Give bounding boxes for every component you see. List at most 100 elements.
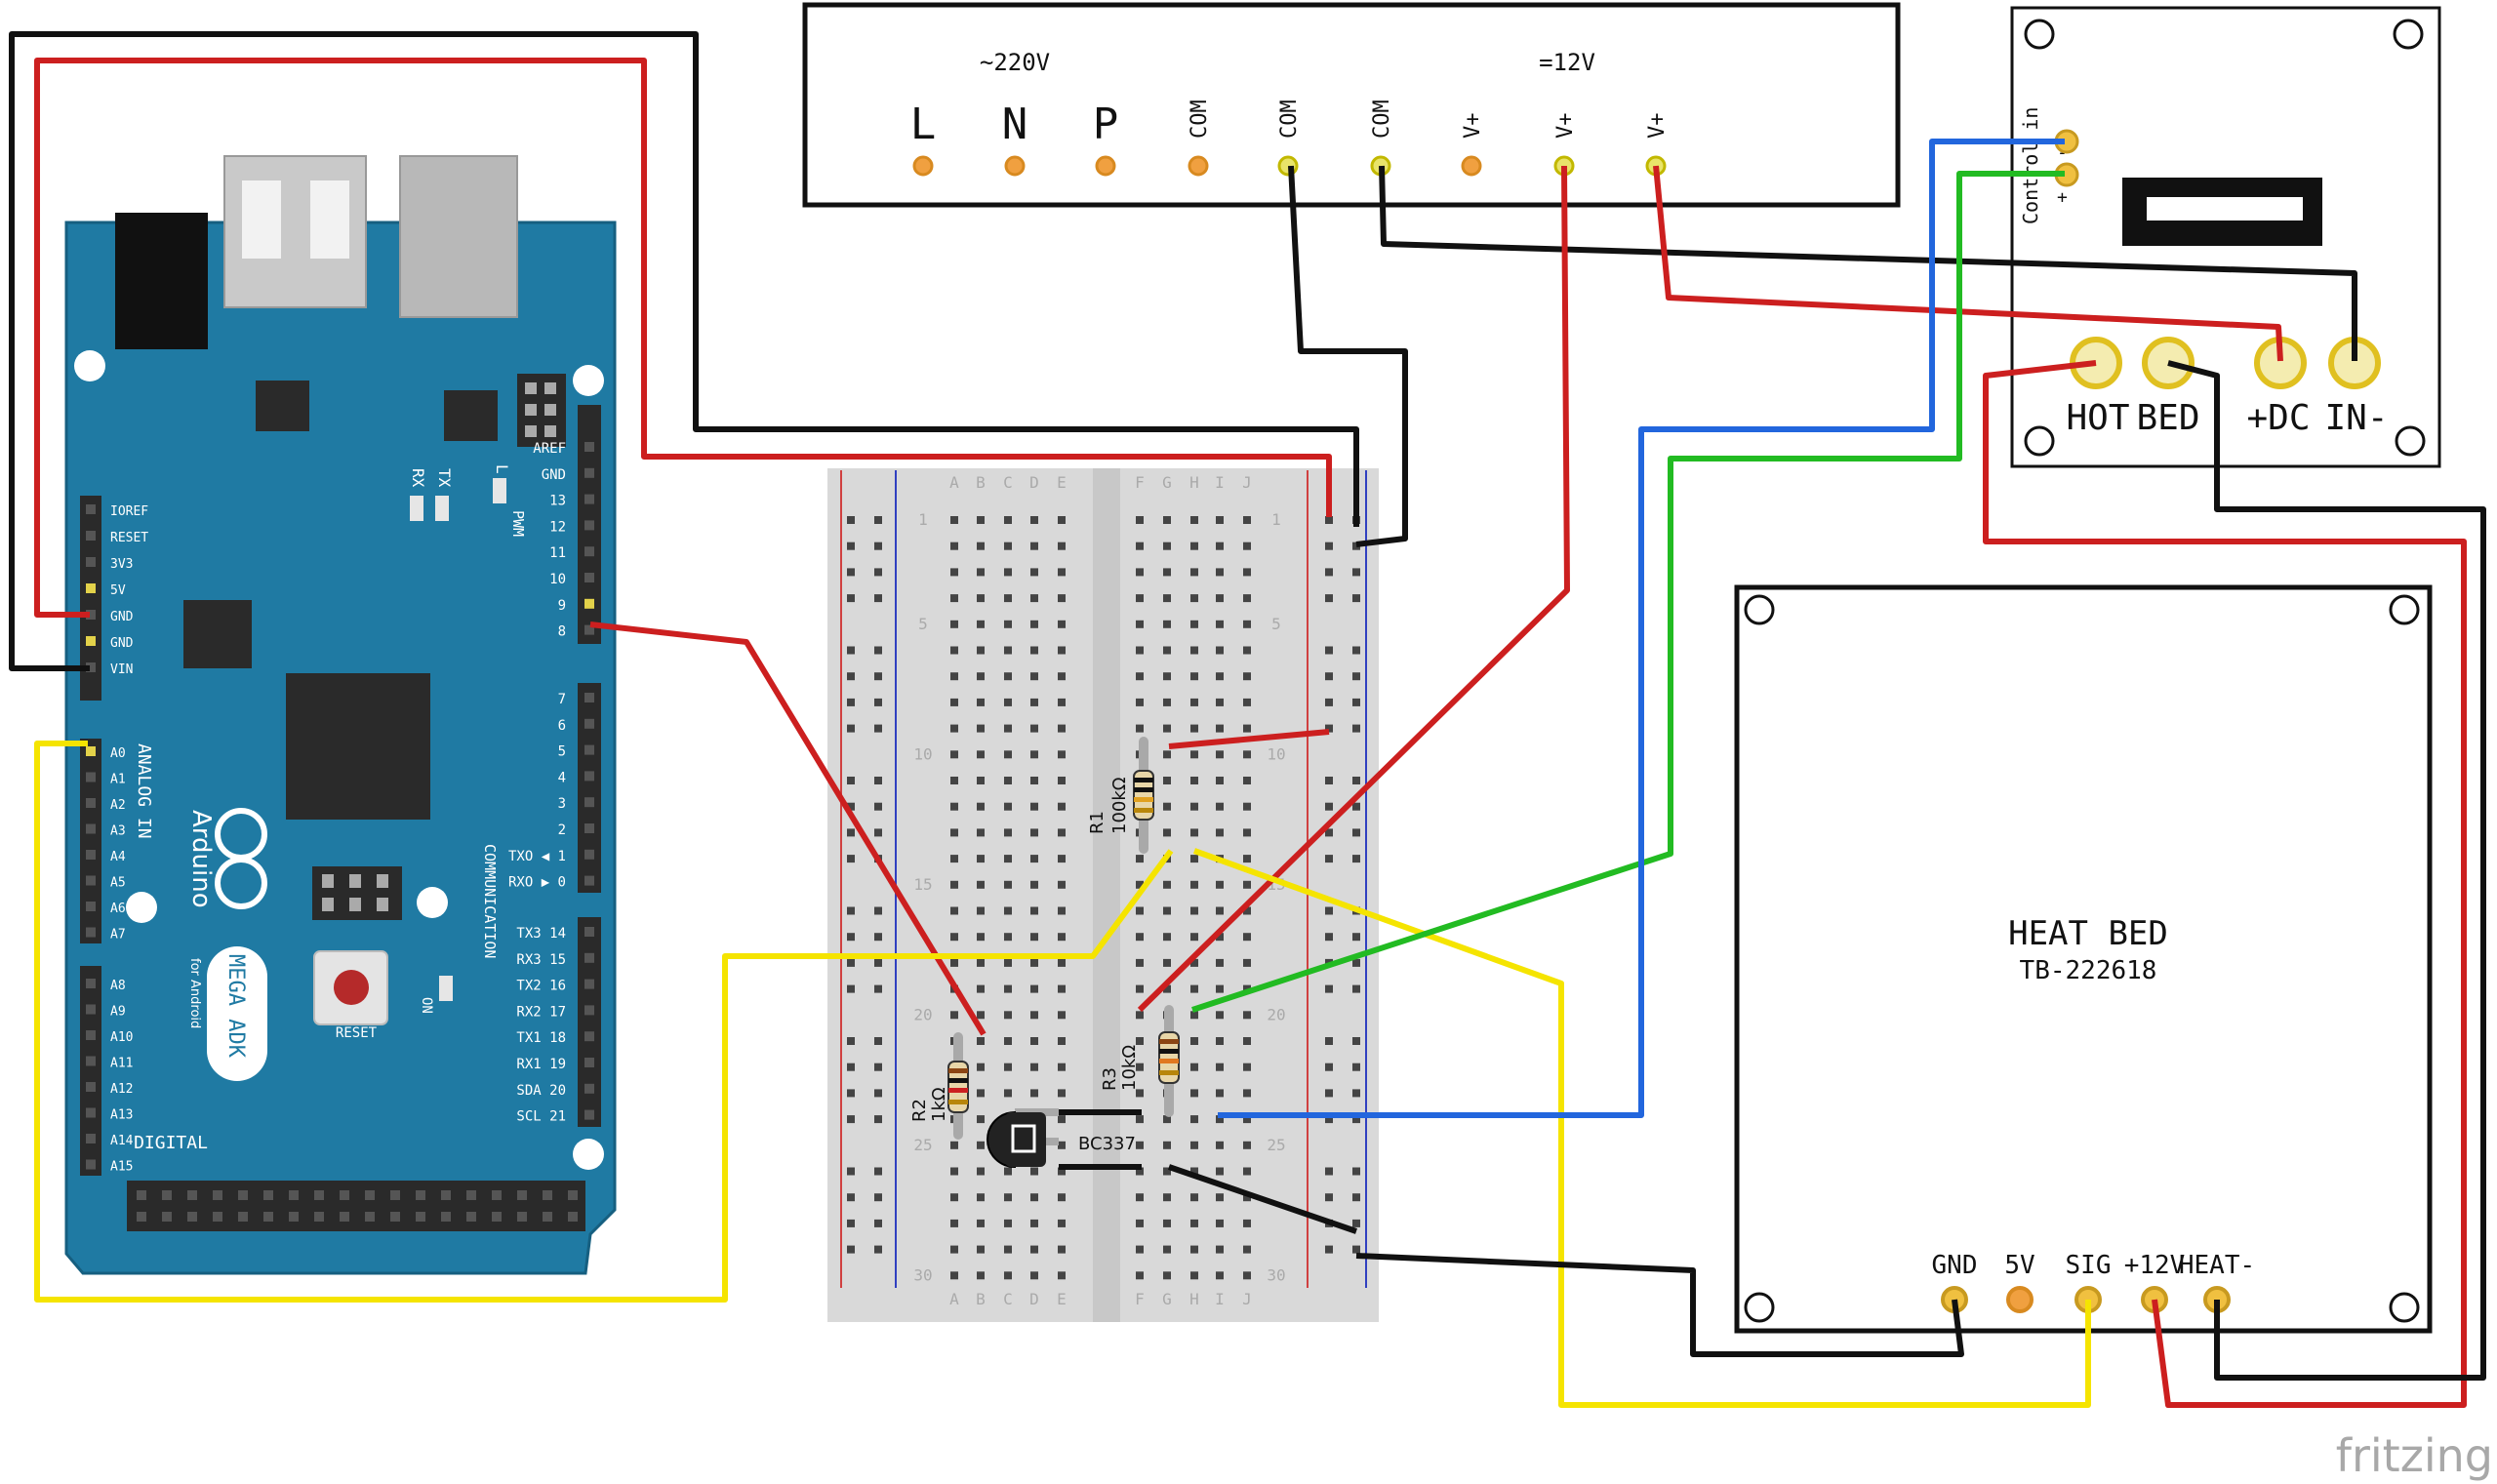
- breadboard-hole: [1004, 1037, 1012, 1045]
- breadboard-hole: [977, 698, 985, 706]
- wire-red[interactable]: [34, 58, 1332, 618]
- mount-hole: [2024, 425, 2055, 457]
- breadboard-hole: [977, 1037, 985, 1045]
- wire-red[interactable]: [1983, 360, 2467, 1408]
- breadboard-hole: [1136, 698, 1144, 706]
- breadboard-hole: [950, 568, 958, 577]
- breadboard-hole: [1216, 933, 1224, 942]
- rail-hole: [1325, 672, 1333, 681]
- rail-hole: [1325, 516, 1333, 524]
- breadboard-hole: [977, 1167, 985, 1176]
- header-pin: [584, 797, 594, 808]
- header-pin: [86, 636, 96, 646]
- breadboard-hole: [1190, 724, 1198, 733]
- header-pin: [86, 557, 96, 567]
- breadboard-hole: [1163, 646, 1171, 655]
- breadboard-hole: [1030, 1167, 1038, 1176]
- breadboard-hole: [950, 933, 958, 942]
- wire-red[interactable]: [589, 622, 987, 1036]
- rail-hole: [847, 984, 855, 993]
- wire-green[interactable]: [1191, 171, 2065, 1013]
- breadboard-hole: [1163, 620, 1171, 628]
- breadboard-hole: [1243, 1115, 1251, 1124]
- breadboard-hole: [1190, 1011, 1198, 1020]
- terminal-label-dc: +DC: [2246, 398, 2310, 438]
- icsp-pin: [525, 425, 537, 437]
- rail-hole: [1325, 646, 1333, 655]
- rail-hole: [847, 777, 855, 784]
- bb-row-number: 30: [1267, 1265, 1285, 1284]
- header-pin: [584, 823, 594, 833]
- wire-black[interactable]: [2167, 360, 2486, 1381]
- wire-red[interactable]: [1137, 165, 1570, 1013]
- rail-hole: [874, 933, 882, 942]
- breadboard-hole: [1190, 828, 1198, 837]
- wire-black[interactable]: [1355, 1253, 1964, 1357]
- ps-terminal-label: N: [1002, 100, 1028, 149]
- breadboard-hole: [1030, 1063, 1038, 1071]
- rail-hole: [1325, 1089, 1333, 1098]
- breadboard-hole: [1216, 724, 1224, 733]
- breadboard-hole: [1216, 541, 1224, 550]
- wire-red[interactable]: [1653, 165, 2283, 362]
- analog-pin-label: A1: [110, 773, 126, 787]
- breadboard-hole: [1190, 1141, 1198, 1149]
- rail-hole: [874, 802, 882, 811]
- rail-hole: [1325, 698, 1333, 706]
- breadboard-hole: [1004, 984, 1012, 993]
- breadboard-hole: [1058, 672, 1066, 681]
- bb-col-letter: E: [1057, 1290, 1067, 1308]
- bb-col-letter: J: [1242, 1290, 1252, 1308]
- wire-black[interactable]: [9, 31, 1359, 671]
- wire-blue[interactable]: [1218, 139, 2065, 1118]
- power-pin-label: VIN: [110, 662, 133, 677]
- resistor-r1: [1133, 737, 1154, 854]
- digital-pin-label: TXO ◀ 1: [508, 849, 566, 864]
- wire-red[interactable]: [1168, 729, 1330, 749]
- breadboard-hole: [1216, 594, 1224, 603]
- header-pin: [584, 546, 594, 557]
- header-pin: [289, 1190, 299, 1200]
- power-pin-label: 5V: [110, 583, 126, 598]
- analog-pin-label: A6: [110, 902, 126, 916]
- wire-black[interactable]: [1288, 165, 1408, 547]
- breadboard-hole: [977, 1193, 985, 1202]
- header-pin: [416, 1190, 425, 1200]
- breadboard-hole: [1136, 1219, 1144, 1227]
- breadboard-hole: [977, 594, 985, 603]
- arduino-model: MEGA ADK: [223, 954, 248, 1059]
- wire-black[interactable]: [1379, 165, 2357, 361]
- breadboard-hole: [977, 1245, 985, 1254]
- bb-col-letter: A: [949, 473, 959, 492]
- header-pin: [187, 1190, 197, 1200]
- breadboard-hole: [977, 1219, 985, 1227]
- breadboard-hole: [1058, 1115, 1066, 1124]
- mount-hole: [573, 365, 604, 396]
- rail-hole: [847, 1219, 855, 1227]
- breadboard-hole: [1216, 1141, 1224, 1149]
- breadboard-hole: [1030, 1193, 1038, 1202]
- bed-pin-label: GND: [1932, 1251, 1978, 1280]
- analog-pin-label: A0: [110, 746, 126, 761]
- breadboard-hole: [1030, 1011, 1038, 1020]
- rail-hole: [874, 594, 882, 603]
- wire-black[interactable]: [1168, 1164, 1357, 1234]
- chip-small: [444, 390, 498, 441]
- wires: [9, 31, 2486, 1408]
- header-pin: [314, 1212, 324, 1222]
- wire-yellow[interactable]: [34, 741, 1174, 1303]
- bb-row-number: 15: [913, 875, 932, 894]
- power-pin-label: GND: [110, 636, 134, 651]
- digital-pin-label: 7: [558, 692, 566, 707]
- header-pin: [162, 1190, 172, 1200]
- breadboard-hole: [1004, 933, 1012, 942]
- breadboard-hole: [1136, 1141, 1144, 1149]
- breadboard-hole: [977, 1011, 985, 1020]
- wire-yellow[interactable]: [1192, 848, 2091, 1408]
- pwm-label: PWM: [509, 510, 527, 537]
- chip-small: [256, 381, 309, 431]
- breadboard-hole: [1004, 541, 1012, 550]
- icsp-pin: [322, 874, 334, 888]
